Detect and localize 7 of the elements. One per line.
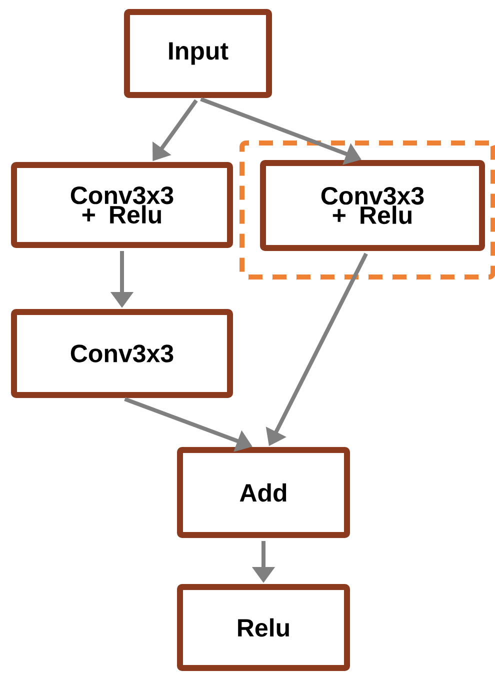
- process-box: Conv3x3 + Relu: [260, 160, 485, 251]
- process-box: Conv3x3 + Relu: [11, 162, 233, 248]
- process-box: Add: [177, 447, 350, 538]
- process-box: Conv3x3: [11, 309, 233, 398]
- process-box: Input: [124, 9, 272, 98]
- dashed-group-box: [240, 140, 495, 280]
- process-box: Relu: [177, 584, 350, 671]
